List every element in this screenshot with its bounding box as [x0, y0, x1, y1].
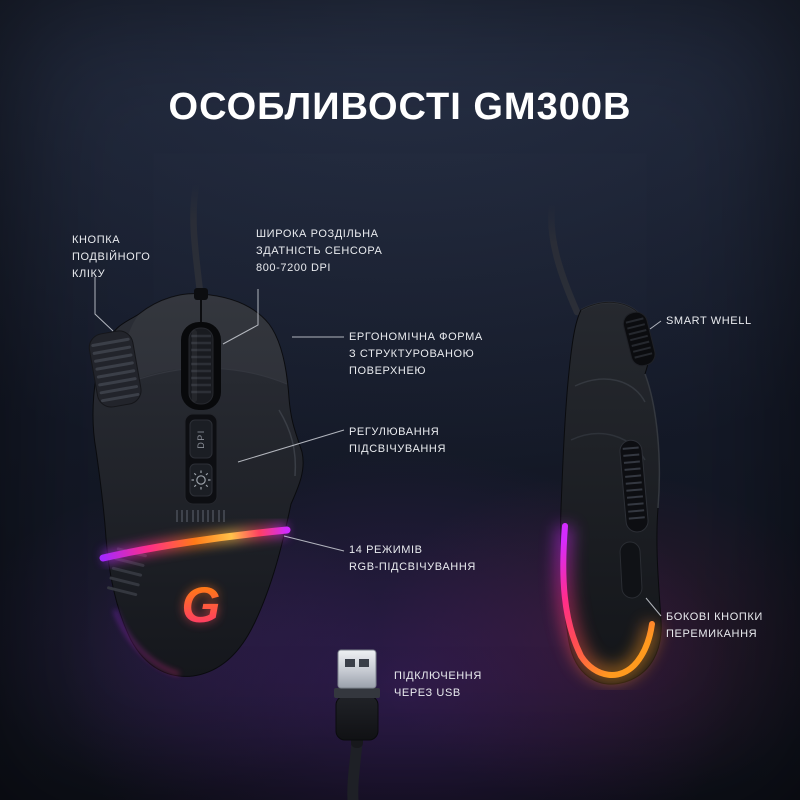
- callout-sensor-dpi: ШИРОКА РОЗДІЛЬНА ЗДАТНІСТЬ СЕНСОРА 800-7…: [256, 228, 383, 275]
- usb-cable: [347, 736, 363, 800]
- rim-light: [113, 609, 180, 676]
- left-mouse-cable: [190, 182, 204, 296]
- smart-wheel: [622, 311, 656, 367]
- right-mouse-cable: [548, 202, 581, 316]
- dpi-button-label: DPI: [196, 429, 206, 449]
- usb-collar: [334, 688, 380, 698]
- mouse-side-view: [535, 290, 685, 695]
- side-seam-1: [574, 378, 646, 403]
- dpi-button: DPI: [189, 419, 213, 459]
- brand-logo-glow: G: [182, 577, 221, 633]
- callout-usb: ПІДКЛЮЧЕННЯ ЧЕРЕЗ USB: [394, 670, 482, 700]
- mouse-top-view: DPI G G: [75, 280, 325, 695]
- callout-smart-wheel: SMART WHELL: [666, 315, 752, 327]
- callout-double-click: КНОПКА ПОДВІЙНОГО КЛІКУ: [72, 234, 151, 281]
- callout-side-buttons: БОКОВІ КНОПКИ ПЕРЕМИКАННЯ: [666, 611, 763, 641]
- scroll-wheel: [188, 327, 214, 405]
- callout-rgb-modes: 14 РЕЖИМІВ RGB-ПІДСВІЧУВАННЯ: [349, 544, 476, 574]
- front-seam: [644, 373, 661, 509]
- callout-ergonomic: ЕРГОНОМІЧНА ФОРМА З СТРУКТУРОВАНОЮ ПОВЕР…: [349, 331, 483, 378]
- sun-icon: [191, 470, 211, 490]
- usb-plug-body: [335, 695, 379, 741]
- side-rgb-strip: [560, 523, 655, 678]
- usb-connector: [322, 646, 392, 800]
- callout-backlight: РЕГУЛЮВАННЯ ПІДСВІЧУВАННЯ: [349, 426, 447, 456]
- page-title: ОСОБЛИВОСТІ GM300B: [168, 86, 632, 128]
- usb-plug-icon: [337, 649, 377, 689]
- brand-logo-icon: G: [182, 577, 221, 633]
- double-click-button: [88, 330, 142, 408]
- side-switch-buttons: [619, 439, 649, 599]
- rgb-strip: [99, 526, 291, 562]
- ribbed-texture: [176, 510, 225, 522]
- backlight-button: [189, 463, 213, 497]
